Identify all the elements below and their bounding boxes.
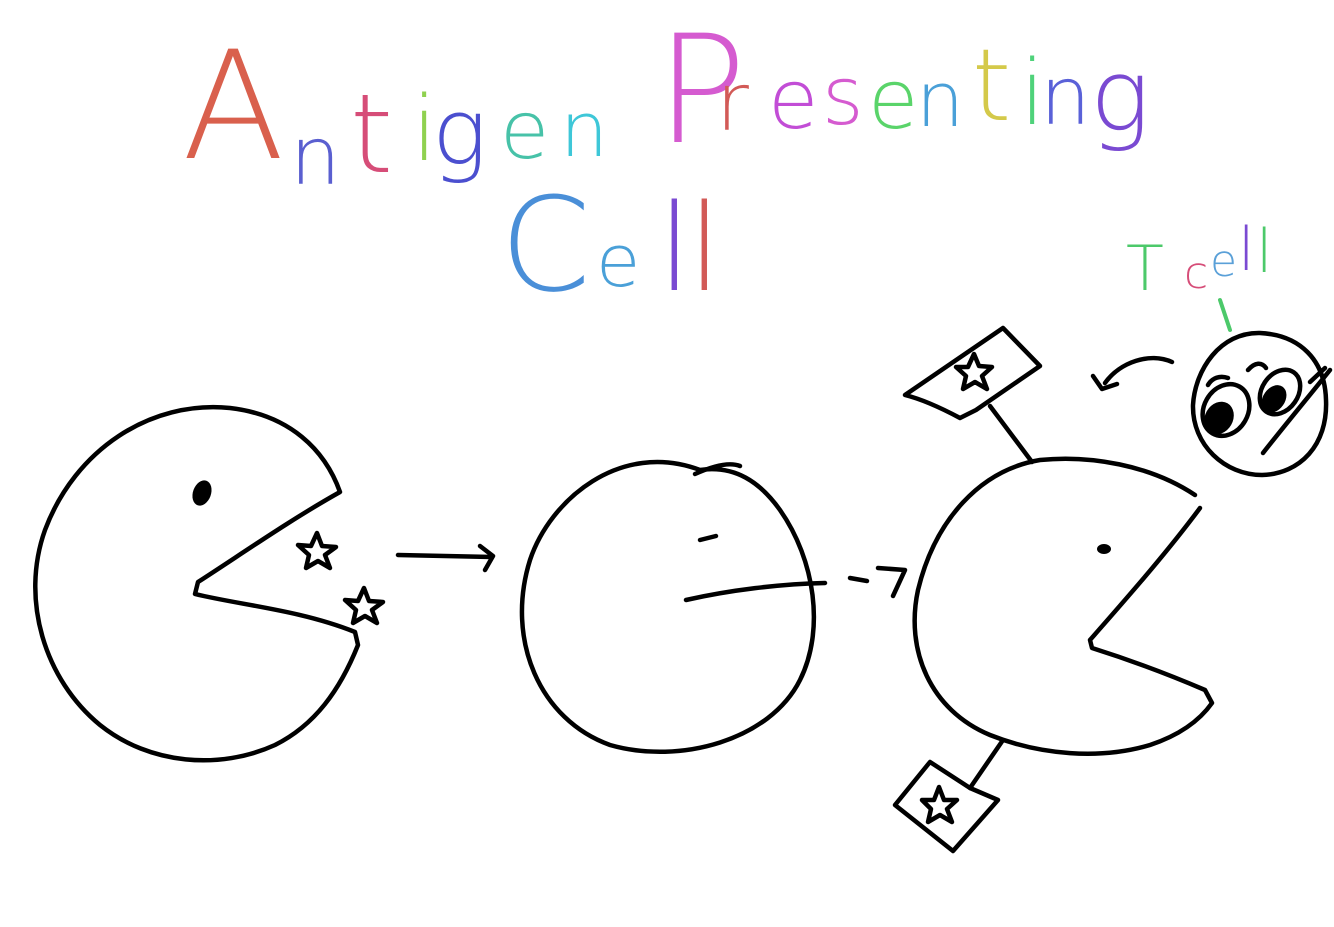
t-cell-eyebrow — [1205, 374, 1231, 388]
mhc-flag — [902, 325, 1043, 421]
title-letter: e — [500, 84, 549, 177]
t-cell-label-letter: l — [1238, 215, 1255, 285]
cell-outline-overlap — [692, 462, 743, 477]
t-cell — [1090, 330, 1333, 478]
arrow-digest-to-present — [847, 565, 908, 599]
presenting-cell-outline — [912, 456, 1215, 756]
mhc-flag — [892, 759, 1001, 854]
title-letter: e — [768, 53, 818, 148]
t-cell-eyebrow — [1245, 361, 1269, 373]
title-letter: n — [916, 55, 964, 144]
title: A n t i g e n P r e s e n t i n g C — [182, 4, 1150, 321]
t-cell-label-letter: e — [1210, 236, 1237, 287]
t-cell-arrow-head — [1090, 373, 1120, 392]
t-cell-label-letter: T — [1126, 232, 1164, 305]
title-letter: n — [560, 85, 608, 174]
title-letter: l — [658, 180, 691, 319]
title-word-antigen: A n t i g e n — [182, 20, 608, 203]
stage-engulfing-cell — [33, 404, 386, 763]
cell-eye — [697, 533, 719, 543]
title-letter: e — [596, 219, 640, 303]
presented-star-icon — [953, 351, 995, 392]
stage-digesting-cell — [519, 459, 828, 754]
stage-presenting-cell — [892, 325, 1215, 854]
title-word-presenting: P r e s e n t i n g — [656, 4, 1150, 178]
t-cell-arrow-curve — [1102, 355, 1175, 386]
arrow-shaft — [395, 552, 495, 560]
closed-mouth-line — [683, 580, 828, 603]
title-letter: g — [432, 79, 487, 186]
t-cell-label-pointer — [1218, 298, 1232, 332]
title-letter: A — [182, 20, 285, 194]
title-letter: P — [656, 4, 746, 178]
title-letter: t — [350, 70, 393, 198]
arrow-shaft-dash — [847, 575, 870, 584]
pacman-eye — [192, 480, 212, 506]
cell-outline — [519, 459, 817, 754]
mhc-stalk — [967, 737, 1006, 791]
presented-star-icon — [919, 784, 960, 825]
title-word-cell: C e l l — [500, 169, 721, 321]
antigen-star-icon — [295, 530, 339, 571]
title-letter: n — [290, 110, 341, 203]
title-letter: i — [412, 77, 437, 182]
title-letter: n — [1040, 50, 1091, 143]
antigen-star-icon — [342, 585, 386, 626]
presenting-cell-eye — [1097, 544, 1111, 554]
title-letter: i — [1020, 41, 1045, 146]
t-cell-pupil — [1261, 385, 1287, 413]
t-cell-label-letter: l — [1256, 217, 1273, 287]
title-letter: g — [1090, 37, 1150, 154]
title-letter: e — [868, 53, 918, 148]
title-letter: t — [972, 27, 1011, 144]
t-cell-label: T c e l l — [1126, 215, 1273, 332]
title-letter: r — [716, 56, 749, 149]
title-letter: C — [500, 169, 591, 321]
mhc-stalk — [987, 403, 1035, 465]
arrow-engulf-to-digest — [395, 543, 496, 573]
t-cell-hand — [1307, 365, 1328, 385]
pacman-body-outline — [33, 404, 361, 763]
t-cell-pupil — [1204, 401, 1234, 435]
arrow-head — [477, 543, 496, 573]
title-letter: l — [688, 180, 721, 319]
t-cell-label-letter: c — [1184, 248, 1208, 299]
arrow-head — [875, 565, 908, 599]
t-cell-pointing-arm — [1260, 367, 1333, 456]
title-letter: s — [822, 50, 864, 143]
